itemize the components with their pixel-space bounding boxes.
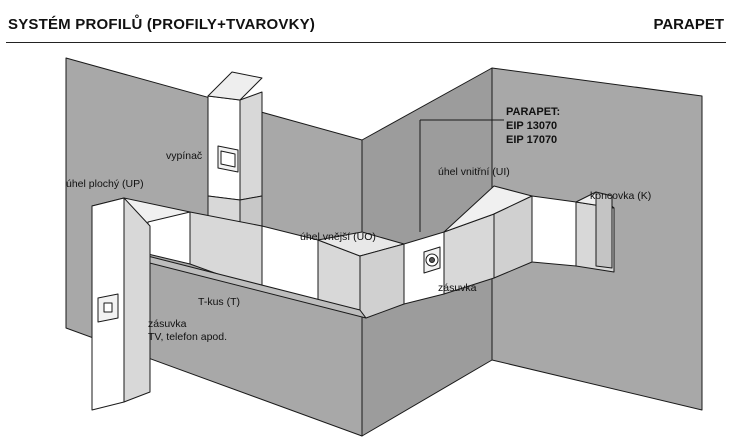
switch-label: vypínač bbox=[166, 150, 203, 162]
vertical-trunk-top-side bbox=[239, 91, 263, 201]
flat-angle-label: úhel plochý (UP) bbox=[66, 178, 144, 190]
descending-trunk-side bbox=[123, 197, 151, 403]
outer-angle-label: úhel vnější (UO) bbox=[300, 231, 376, 243]
page-title: SYSTÉM PROFILŮ (PROFILY+TVAROVKY) bbox=[8, 16, 316, 33]
parapet-title-label: PARAPET: bbox=[506, 106, 561, 118]
t-piece-label: T-kus (T) bbox=[198, 296, 240, 308]
right-wall-run-1 bbox=[531, 195, 577, 267]
end-cap-label: koncovka (K) bbox=[590, 190, 652, 202]
socket-label: zásuvka bbox=[438, 282, 477, 294]
parapet-code-1: EIP 13070 bbox=[506, 120, 558, 132]
inner-angle-label: úhel vnitřní (UI) bbox=[438, 166, 510, 178]
vertical-trunk-cap bbox=[207, 71, 263, 101]
parapet-code-2: EIP 17070 bbox=[506, 134, 558, 146]
page-header: SYSTÉM PROFILŮ (PROFILY+TVAROVKY) PARAPE… bbox=[6, 14, 726, 43]
tv-socket-label-1: zásuvka bbox=[148, 318, 187, 330]
tv-socket-label-2: TV, telefon apod. bbox=[148, 331, 228, 343]
section-title: PARAPET bbox=[653, 16, 724, 33]
